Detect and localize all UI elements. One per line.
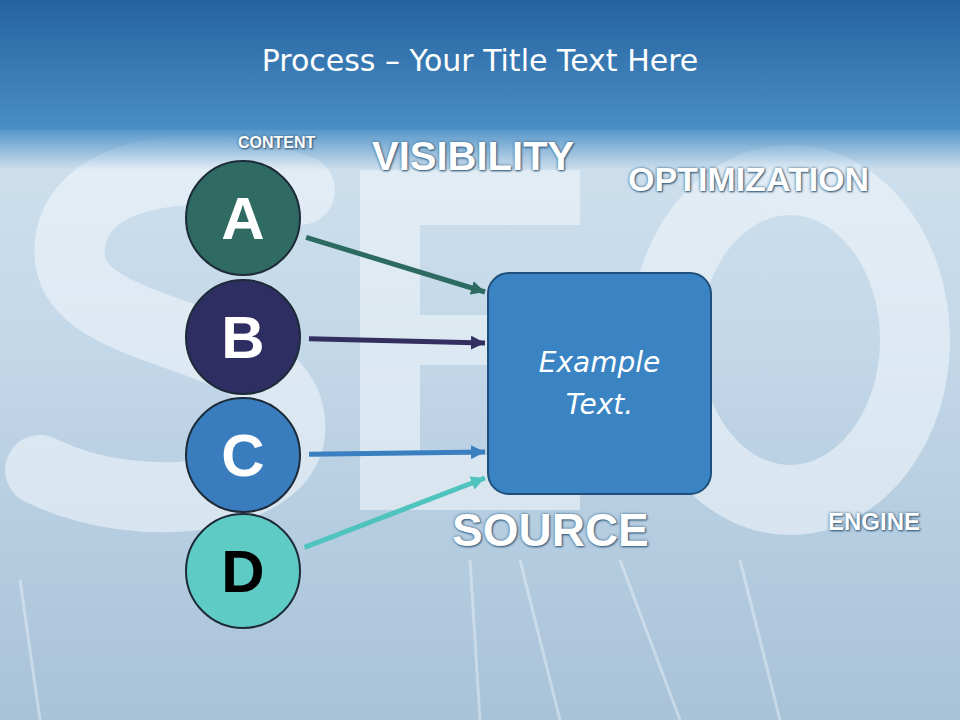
slide-title: Process – Your Title Text Here (0, 0, 960, 130)
box-text: Example Text. (519, 342, 680, 426)
word-cloud-label: CONTENT (238, 134, 315, 152)
seo-letter-shapes (40, 170, 915, 510)
step-letter: C (221, 421, 264, 490)
word-cloud-label: SOURCE (452, 503, 649, 557)
step-circle: A (185, 160, 301, 276)
step-circle: D (185, 513, 301, 629)
flow-arrow (309, 339, 485, 343)
light-streaks (20, 560, 780, 720)
step-letter: D (221, 537, 264, 606)
step-circle: C (185, 397, 301, 513)
step-letter: A (221, 184, 264, 253)
step-circle: B (185, 279, 301, 395)
word-cloud-label: ENGINE (828, 508, 920, 536)
word-cloud-label: OPTIMIZATION (628, 160, 869, 199)
flow-arrow (306, 237, 485, 292)
header-band (0, 0, 960, 130)
process-box: Example Text. (487, 272, 712, 495)
step-letter: B (221, 303, 264, 372)
flow-arrow (309, 452, 485, 454)
word-cloud-label: VISIBILITY (372, 134, 574, 179)
